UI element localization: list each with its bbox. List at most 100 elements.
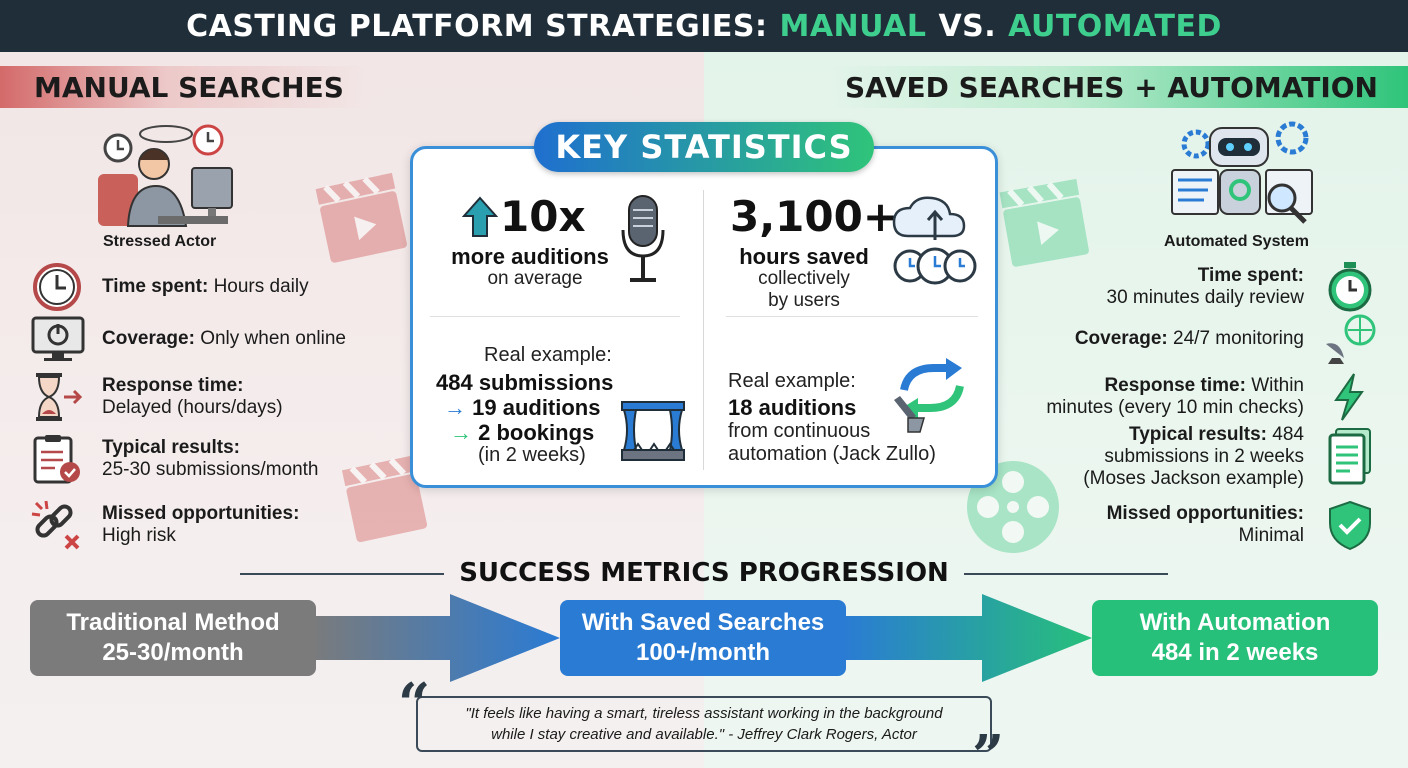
lightning-icon xyxy=(1334,373,1364,421)
example1-line2: 484 submissions xyxy=(436,370,614,395)
stopwatch-icon xyxy=(1328,262,1372,312)
manual-response-value: Delayed (hours/days) xyxy=(102,397,283,418)
satellite-dish-icon xyxy=(1326,314,1376,364)
stage-traditional-line1: Traditional Method xyxy=(66,609,280,636)
auto-response-value-a: Within xyxy=(1251,375,1304,396)
stat-hours-line3: by users xyxy=(768,290,840,311)
automation-header: SAVED SEARCHES + AUTOMATION xyxy=(830,66,1408,108)
example1-line5: (in 2 weeks) xyxy=(478,444,586,466)
manual-results-label: Typical results: xyxy=(102,437,240,458)
stage-automation: With Automation 484 in 2 weeks xyxy=(1092,600,1378,676)
title-part-4: AUTOMATED xyxy=(1008,8,1222,44)
stage-saved-line2: 100+/month xyxy=(635,639,771,666)
key-statistics-title: KEY STATISTICS xyxy=(555,128,853,166)
automation-header-text: SAVED SEARCHES + AUTOMATION xyxy=(844,70,1378,104)
auto-results-value-c: (Moses Jackson example) xyxy=(1083,468,1304,489)
example2-line2: 18 auditions xyxy=(728,395,857,420)
stat-10x: 10x xyxy=(500,192,586,241)
microphone-icon xyxy=(621,195,665,282)
monitor-power-icon xyxy=(31,316,85,361)
stage-traditional-line2: 25-30/month xyxy=(102,639,244,666)
stressed-actor-icon xyxy=(98,124,233,227)
stats-divider-vertical xyxy=(703,190,704,470)
example1-bookings: 2 bookings xyxy=(478,420,595,445)
stage-icon xyxy=(621,401,685,461)
stage-saved-searches: With Saved Searches 100+/month xyxy=(560,600,846,676)
auto-coverage-value: 24/7 monitoring xyxy=(1173,328,1304,349)
manual-header-text: MANUAL SEARCHES xyxy=(34,70,344,104)
auto-missed-label: Missed opportunities: xyxy=(1106,503,1304,524)
metrics-title: SUCCESS METRICS PROGRESSION xyxy=(0,558,1408,588)
hourglass-icon xyxy=(36,373,83,421)
right-arrow-icon-green: → xyxy=(450,420,472,445)
clipboard-icon xyxy=(33,435,80,484)
example1-line1: Real example: xyxy=(484,344,612,366)
stat-hours-line1: hours saved xyxy=(739,244,869,269)
manual-coverage-label: Coverage: xyxy=(102,328,195,349)
auto-coverage: Coverage: 24/7 monitoring xyxy=(1075,314,1378,364)
sync-arrows-icon xyxy=(894,358,964,433)
key-statistics-pill: KEY STATISTICS xyxy=(534,122,874,172)
manual-results-value: 25-30 submissions/month xyxy=(102,459,319,480)
title-bar: CASTING PLATFORM STRATEGIES: MANUAL VS. … xyxy=(0,0,1408,52)
stage-traditional: Traditional Method 25-30/month xyxy=(30,600,316,676)
auto-response-value-b: minutes (every 10 min checks) xyxy=(1046,397,1304,418)
title-part-2: MANUAL xyxy=(779,8,927,44)
stat-hours-line2: collectively xyxy=(758,268,850,289)
example2-line4: automation (Jack Zullo) xyxy=(728,443,936,465)
auto-results-label: Typical results: xyxy=(1129,424,1268,445)
clock-icon xyxy=(33,263,81,311)
example1-line3: → 19 auditions xyxy=(444,395,600,421)
close-quote-icon: ” xyxy=(972,723,1005,768)
robot-automation-icon xyxy=(1171,121,1313,224)
open-quote-icon: “ xyxy=(398,671,431,737)
documents-icon xyxy=(1328,428,1371,485)
clapperboard-ghost-icon-2 xyxy=(341,455,428,543)
example2-line1: Real example: xyxy=(728,370,856,392)
stat-10x-line2: on average xyxy=(487,268,583,289)
manual-missed-value: High risk xyxy=(102,525,176,546)
stat-10x-line1: more auditions xyxy=(451,244,609,269)
manual-time-value: Hours daily xyxy=(213,276,309,297)
progress-arrow-1 xyxy=(310,594,560,682)
manual-time-spent: Time spent: Hours daily xyxy=(30,262,309,312)
manual-missed-opportunities: Missed opportunities:High risk xyxy=(30,500,299,550)
manual-missed-label: Missed opportunities: xyxy=(102,503,300,524)
film-reel-ghost-icon xyxy=(967,461,1059,553)
auto-time-spent: Time spent:30 minutes daily review xyxy=(1107,262,1378,312)
example2-line3: from continuous xyxy=(728,420,871,442)
stage-automation-line1: With Automation xyxy=(1139,609,1331,636)
quote-line2: while I stay creative and available." - … xyxy=(491,726,917,743)
auto-missed-value: Minimal xyxy=(1238,525,1304,546)
clapperboard-ghost-icon-3 xyxy=(999,178,1089,267)
broken-link-icon xyxy=(31,500,80,550)
title-part-3: VS. xyxy=(938,8,997,44)
metrics-rule-right xyxy=(964,573,1168,575)
manual-response-label: Response time: xyxy=(102,375,244,396)
example1-line4: → 2 bookings xyxy=(450,420,594,446)
cloud-clocks-icon xyxy=(892,196,977,285)
stat-hours: 3,100+ xyxy=(730,192,899,241)
manual-time-label: Time spent: xyxy=(102,276,209,297)
manual-coverage: Coverage: Only when online xyxy=(30,314,346,364)
example1-auditions: 19 auditions xyxy=(472,395,601,420)
progress-arrow-2 xyxy=(842,594,1092,682)
auto-time-label: Time spent: xyxy=(1197,265,1304,286)
shield-check-icon xyxy=(1329,500,1371,550)
stage-saved-line1: With Saved Searches xyxy=(581,609,825,636)
quote-line1: "It feels like having a smart, tireless … xyxy=(465,705,943,722)
auto-results-value-a: 484 xyxy=(1272,424,1304,445)
clapperboard-ghost-icon xyxy=(315,172,407,263)
testimonial-quote: "It feels like having a smart, tireless … xyxy=(416,696,992,752)
auto-results-value-b: submissions in 2 weeks xyxy=(1104,446,1304,467)
stressed-actor-caption: Stressed Actor xyxy=(103,233,217,250)
auto-coverage-label: Coverage: xyxy=(1074,328,1168,349)
stage-automation-line2: 484 in 2 weeks xyxy=(1151,639,1319,666)
manual-typical-results: Typical results:25-30 submissions/month xyxy=(30,434,319,484)
right-arrow-icon: → xyxy=(444,395,466,420)
manual-response-time: Response time:Delayed (hours/days) xyxy=(30,372,283,422)
stats-divider-left xyxy=(430,316,680,317)
auto-response-label: Response time: xyxy=(1104,375,1246,396)
